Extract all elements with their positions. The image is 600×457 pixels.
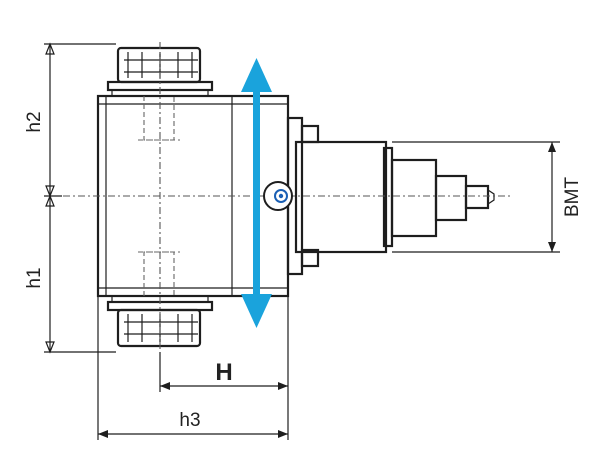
label-h1: h1	[24, 267, 45, 288]
dimension-BMT	[392, 141, 560, 253]
pivot-screw-icon	[263, 181, 293, 211]
dimension-h3	[97, 296, 289, 440]
label-BMT: BMT	[562, 177, 583, 218]
shank	[390, 158, 495, 238]
dimension-h1-h2	[44, 42, 116, 354]
label-h2: h2	[24, 111, 45, 132]
label-H: H	[215, 359, 232, 386]
dimension-H	[159, 296, 289, 392]
double-headed-vertical-arrow-icon	[241, 58, 272, 328]
label-h3: h3	[179, 410, 200, 431]
